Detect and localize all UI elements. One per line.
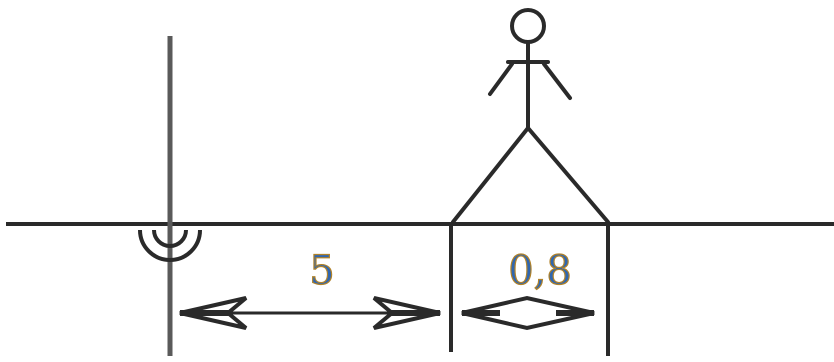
person-right-leg — [526, 126, 610, 224]
distance-label: 5 — [309, 248, 334, 294]
step-dimension-arrow — [461, 295, 595, 331]
person-figure — [451, 8, 610, 224]
person-left-arm — [488, 62, 514, 96]
person-head — [510, 8, 546, 44]
person-right-arm — [542, 62, 572, 100]
pole-footing-symbol — [138, 229, 202, 262]
step-width-label: 0,8 — [508, 248, 572, 294]
distance-dimension-arrow — [179, 296, 441, 330]
person-left-leg — [451, 126, 530, 224]
